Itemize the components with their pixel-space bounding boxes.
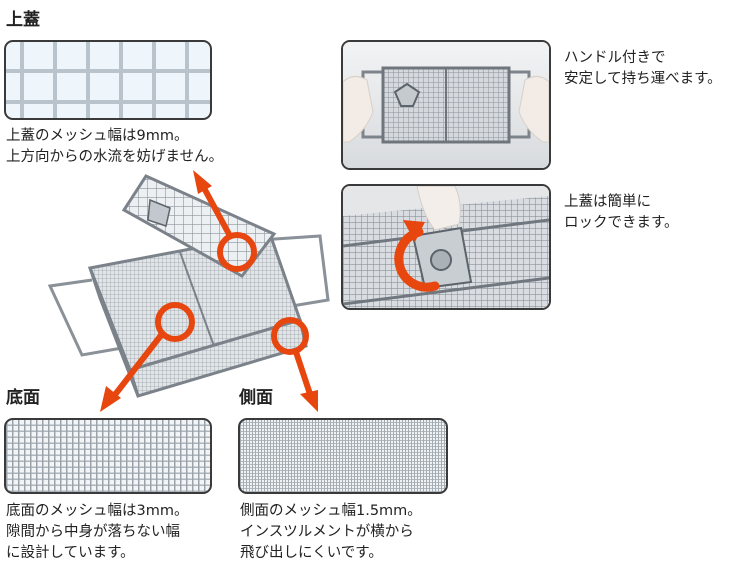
side-mesh-swatch <box>238 418 448 494</box>
bottom-mesh-swatch <box>4 418 212 494</box>
bottom-callout <box>100 302 195 412</box>
handle-caption-line-2: 安定して持ち運べます。 <box>564 71 722 87</box>
handle-photo <box>341 40 551 170</box>
lid-caption-line-1: 上蓋のメッシュ幅は9mm。 <box>6 128 189 144</box>
lid-callout-line <box>201 186 233 238</box>
bottom-caption-line-1: 底面のメッシュ幅は3mm。 <box>6 503 189 519</box>
side-caption-line-2: インスツルメントが横から <box>240 524 414 540</box>
side-callout-line <box>293 351 313 395</box>
side-callout <box>271 317 318 412</box>
lock-caption-line-2: ロックできます。 <box>564 215 679 231</box>
lid-mesh-swatch <box>4 40 212 120</box>
side-caption-line-1: 側面のメッシュ幅1.5mm。 <box>240 503 422 519</box>
bottom-caption: 底面のメッシュ幅は3mm。 隙間から中身が落ちない幅 に設計しています。 <box>6 501 188 564</box>
side-heading: 側面 <box>239 388 273 408</box>
lid-caption-line-2: 上方向からの水流を妨げません。 <box>6 149 224 165</box>
handle-photo-illustration <box>343 42 549 168</box>
lid-heading: 上蓋 <box>6 10 40 30</box>
lid-callout-ring <box>217 232 257 272</box>
bottom-callout-ring <box>155 302 195 342</box>
lid-caption: 上蓋のメッシュ幅は9mm。 上方向からの水流を妨げません。 <box>6 126 223 168</box>
basket-illustration <box>47 174 330 398</box>
lock-caption: 上蓋は簡単に ロックできます。 <box>564 192 679 234</box>
handle-caption-line-1: ハンドル付きで <box>564 50 666 66</box>
bottom-heading: 底面 <box>6 388 40 408</box>
bottom-callout-line <box>111 332 165 398</box>
side-caption-line-3: 飛び出しにくいです。 <box>240 545 383 561</box>
lock-photo <box>341 184 551 310</box>
lock-photo-illustration <box>343 186 549 308</box>
handle-caption: ハンドル付きで 安定して持ち運べます。 <box>564 48 722 90</box>
side-caption: 側面のメッシュ幅1.5mm。 インスツルメントが横から 飛び出しにくいです。 <box>240 501 422 564</box>
lid-callout <box>193 170 257 272</box>
bottom-caption-line-2: 隙間から中身が落ちない幅 <box>6 524 180 540</box>
bottom-callout-arrowhead <box>100 386 121 412</box>
side-callout-arrowhead <box>300 390 318 412</box>
side-callout-ring <box>271 317 309 355</box>
bottom-caption-line-3: に設計しています。 <box>6 545 135 561</box>
lid-callout-arrowhead <box>193 170 212 194</box>
lock-caption-line-1: 上蓋は簡単に <box>564 194 651 210</box>
